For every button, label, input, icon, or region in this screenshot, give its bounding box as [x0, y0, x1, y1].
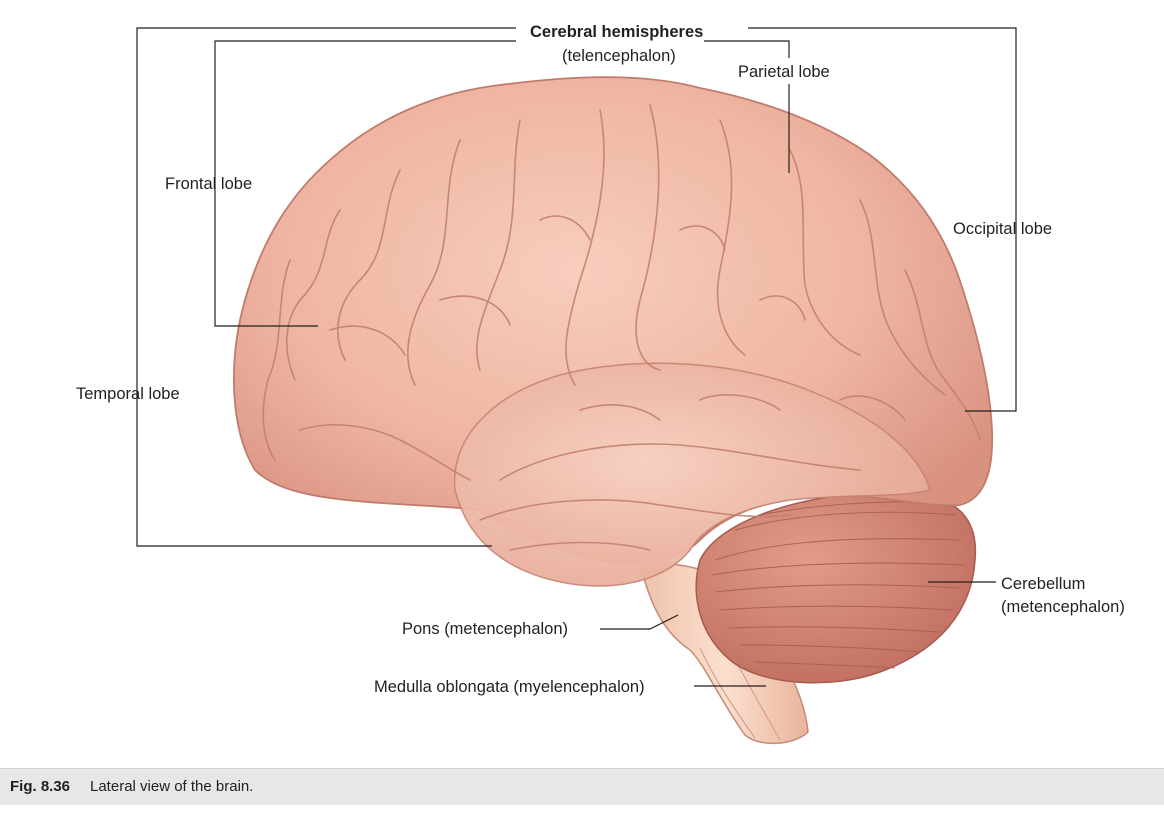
cerebrum	[233, 76, 994, 587]
cerebellum	[695, 491, 977, 684]
label-cerebral-hemispheres: Cerebral hemispheres	[530, 23, 704, 41]
label-parietal-lobe: Parietal lobe	[738, 63, 830, 81]
caption-text: Lateral view of the brain.	[90, 778, 254, 795]
label-cerebellum: Cerebellum	[1001, 575, 1086, 593]
leader-lines	[136, 27, 1017, 687]
label-pons: Pons (metencephalon)	[402, 620, 569, 638]
label-medulla-oblongata: Medulla oblongata (myelencephalon)	[374, 678, 645, 696]
figure-caption: Fig. 8.36 Lateral view of the brain.	[0, 768, 1164, 805]
label-frontal-lobe: Frontal lobe	[165, 175, 253, 193]
brain-illustration	[136, 27, 1017, 745]
label-occipital-lobe: Occipital lobe	[953, 220, 1053, 238]
label-telencephalon: (telencephalon)	[562, 47, 676, 65]
label-cerebellum-metencephalon: (metencephalon)	[1001, 598, 1125, 616]
caption-figure-number: Fig. 8.36	[10, 778, 71, 795]
label-temporal-lobe: Temporal lobe	[76, 385, 180, 403]
